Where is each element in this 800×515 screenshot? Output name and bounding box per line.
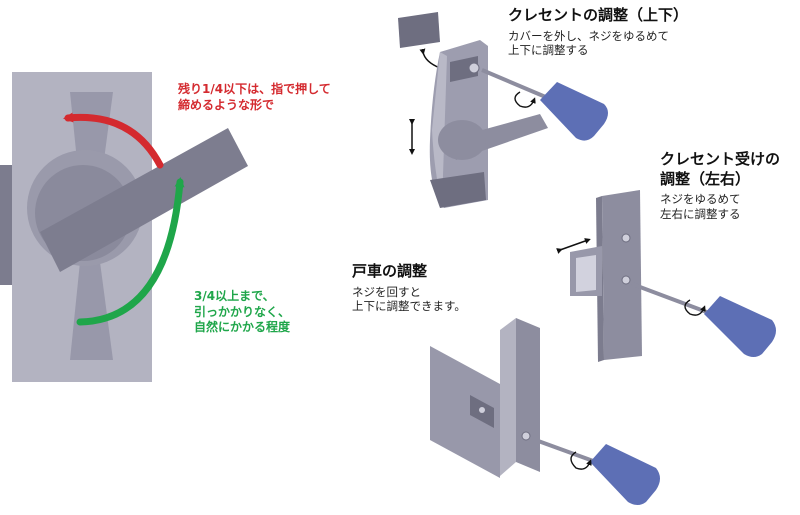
green-hint-line-2: 引っかかりなく、 xyxy=(194,304,291,319)
receiver-screw-2 xyxy=(621,275,631,285)
rotate-arrow-1 xyxy=(514,91,536,108)
receiver-section: クレセント受けの 調整（左右） ネジをゆるめて 左右に調整する xyxy=(660,150,780,222)
screwdriver-handle-3 xyxy=(590,444,660,505)
cover-slot xyxy=(450,56,478,82)
removed-cover xyxy=(398,12,440,48)
green-rotation-arrow xyxy=(76,177,185,326)
roller-section: 戸車の調整 ネジを回すと 上下に調整できます。 xyxy=(352,262,466,314)
receiver-adjust-illustration xyxy=(556,190,776,362)
receiver-desc-1: ネジをゆるめて xyxy=(660,192,741,206)
roller-title: 戸車の調整 xyxy=(352,262,428,280)
crescent-desc-2: 上下に調整する xyxy=(508,43,589,58)
receiver-frame xyxy=(602,190,642,360)
roller-screw-inner xyxy=(479,407,485,413)
receiver-slot xyxy=(576,255,596,292)
crescent-base xyxy=(430,172,486,208)
screwdriver-shaft-2 xyxy=(631,282,713,316)
green-hint-line-3: 自然にかかる程度 xyxy=(194,320,291,335)
screwdriver-shaft-1 xyxy=(481,68,549,100)
roller-desc-2: 上下に調整できます。 xyxy=(352,299,466,314)
screwdriver-handle-2 xyxy=(704,296,776,357)
crescent-adjust-illustration xyxy=(398,12,608,208)
crescent-body-edge xyxy=(432,52,447,205)
lock-lever xyxy=(40,128,248,272)
rotate-arrow-3 xyxy=(570,451,592,470)
receiver-screw-1 xyxy=(621,233,631,243)
crescent-screw xyxy=(468,62,480,74)
red-hint-line-1: 残り1/4以下は、指で押して xyxy=(178,82,331,96)
screwdriver-handle-1 xyxy=(540,82,608,141)
receiver-desc-2: 左右に調整する xyxy=(660,206,741,221)
green-hint: 3/4以上まで、 引っかかりなく、 自然にかかる程度 xyxy=(194,289,290,336)
receiver-title-2: 調整（左右） xyxy=(660,169,751,188)
crescent-desc-1: カバーを外し、ネジをゆるめて xyxy=(508,28,669,43)
screwdriver-shaft-3 xyxy=(529,436,597,464)
red-hint-line-2: 締めるような形で xyxy=(178,97,275,112)
horizontal-adjust-arrow xyxy=(556,238,591,254)
rotate-arrow-2 xyxy=(684,299,706,316)
red-rotation-arrow xyxy=(63,112,164,169)
roller-adjust-illustration xyxy=(430,318,660,505)
green-hint-line-1: 3/4以上まで、 xyxy=(194,289,275,303)
roller-frame-side xyxy=(500,318,516,476)
crescent-title: クレセントの調整（上下） xyxy=(508,6,689,24)
red-hint: 残り1/4以下は、指で押して 締めるような形で xyxy=(178,82,331,113)
crescent-section: クレセントの調整（上下） カバーを外し、ネジをゆるめて 上下に調整する xyxy=(508,6,688,58)
roller-frame-front xyxy=(516,318,540,472)
crescent-lock-closeup xyxy=(0,72,248,382)
lock-base-bottom xyxy=(70,262,113,360)
roller-screw xyxy=(521,431,531,441)
roller-desc-1: ネジを回すと xyxy=(352,284,421,299)
roller-plate xyxy=(430,346,500,478)
receiver-title-1: クレセント受けの xyxy=(660,150,781,168)
crescent-hub xyxy=(438,120,486,160)
